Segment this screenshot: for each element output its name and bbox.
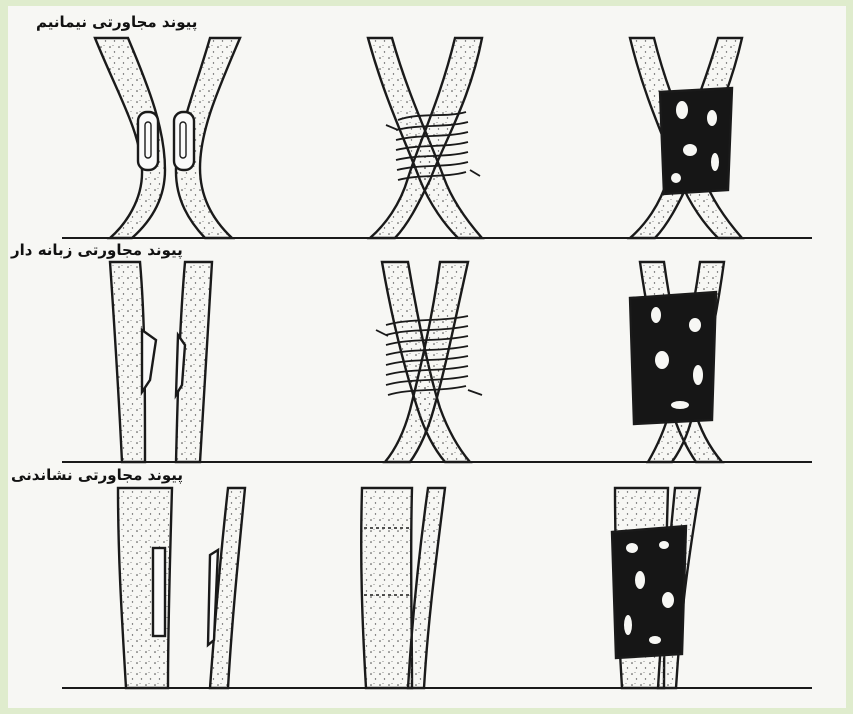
row1-illustrations	[62, 38, 812, 238]
row1-caption: پیوند مجاورتی نیمانیم	[33, 12, 200, 32]
row3-caption: پیوند مجاورتی نشاندنی	[8, 465, 186, 485]
row2-caption: پیوند مجاورتی زبانه دار	[8, 240, 186, 260]
row1-stems-tied	[368, 38, 482, 238]
row1-stems-waxed	[630, 38, 742, 238]
row2-illustrations	[62, 262, 812, 462]
row2-stems-tied	[376, 262, 482, 462]
row3-illustrations	[62, 488, 812, 688]
grafting-wax	[612, 526, 686, 658]
row1-stems-prepared	[95, 38, 240, 238]
row3-stems-tied	[361, 488, 445, 688]
grafting-wax	[660, 88, 732, 194]
row2-stems-prepared	[110, 262, 212, 462]
row2-stems-waxed	[630, 262, 724, 462]
inlay-cut	[153, 548, 165, 636]
row3-stems-waxed	[612, 488, 700, 688]
row3-stems-prepared	[118, 488, 245, 688]
